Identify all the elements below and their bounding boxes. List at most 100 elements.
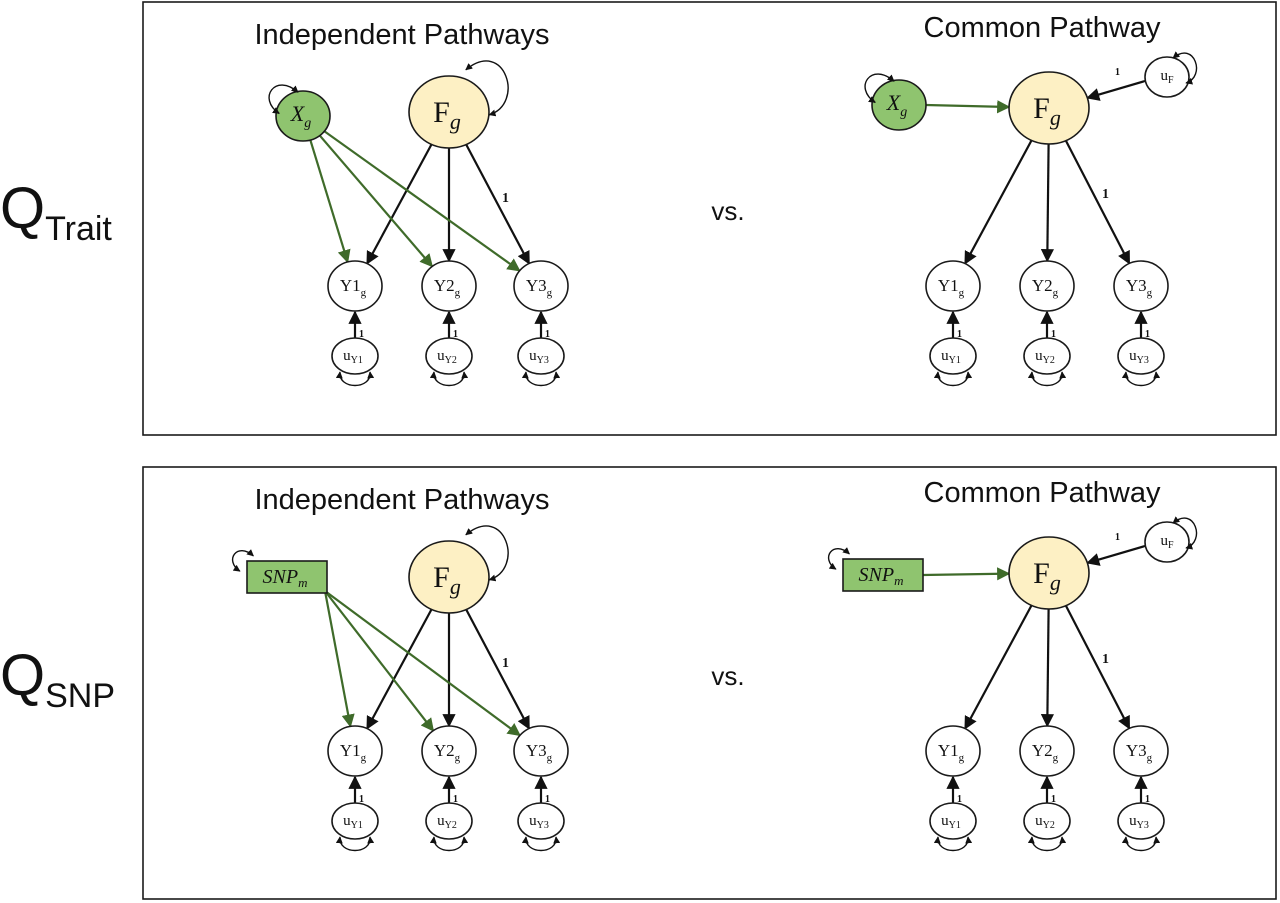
loading-fixed-label: 1: [1102, 652, 1109, 667]
residual-label-y1: uY1: [941, 348, 961, 366]
trait-variance-loop: [268, 84, 299, 115]
predictor-to-factor-arrow: [925, 100, 1011, 114]
indicator-node-y3: [513, 725, 569, 777]
snp-variance-loop: [827, 547, 850, 570]
common-pathway-title: Common Pathway: [924, 12, 1161, 44]
indicator-node-y3: [513, 260, 569, 312]
loading-arrow-y3: [465, 143, 531, 265]
loading-arrow-y1: [366, 608, 433, 730]
snp-predictor-label: SNPm: [263, 566, 308, 590]
panel-frame: [142, 1, 1277, 436]
indicator-label-y1: Y1g: [340, 741, 367, 764]
factor-label: Fg: [433, 561, 461, 599]
factor-variance-loop: [465, 60, 509, 117]
residual-label-y3: uY3: [1129, 813, 1149, 831]
residual-variance-loop-y1: [933, 371, 973, 387]
residual-fixed-label: 1: [545, 794, 550, 805]
residual-label-y3: uY3: [529, 348, 549, 366]
snp-variance-loop: [231, 549, 254, 572]
indicator-node-y2: [1019, 725, 1075, 777]
residual-label-y2: uY2: [1035, 813, 1055, 831]
indicator-node-y1: [327, 260, 383, 312]
indicator-node-y3: [1113, 260, 1169, 312]
residual-label-y1: uY1: [343, 813, 363, 831]
indicator-node-y1: [925, 260, 981, 312]
factor-residual-variance-loop: [1172, 51, 1198, 85]
factor-residual-fixed-label: 1: [1115, 67, 1120, 78]
loading-arrow-y1: [964, 604, 1033, 730]
common-pathway-title: Common Pathway: [924, 477, 1161, 509]
indicator-node-y1: [327, 725, 383, 777]
residual-variance-loop-y3: [521, 836, 561, 852]
independent-pathways-title: Independent Pathways: [254, 19, 549, 51]
indicator-label-y2: Y2g: [434, 276, 461, 299]
residual-fixed-label: 1: [957, 794, 962, 805]
indicator-label-y3: Y3g: [1126, 276, 1153, 299]
indicator-label-y3: Y3g: [1126, 741, 1153, 764]
residual-variance-loop-y1: [933, 836, 973, 852]
residual-fixed-label: 1: [1051, 329, 1056, 340]
factor-residual-arrow: [1086, 79, 1146, 101]
loading-fixed-label: 1: [1102, 187, 1109, 202]
row-label: QTrait: [0, 176, 112, 248]
direct-path-arrow-y2: [324, 590, 435, 732]
direct-path-arrow-y2: [318, 134, 434, 268]
factor-residual-variance-loop: [1172, 516, 1198, 550]
loading-arrow-y1: [964, 139, 1033, 265]
residual-fixed-label: 1: [957, 329, 962, 340]
residual-fixed-label: 1: [359, 329, 364, 340]
indicator-label-y2: Y2g: [434, 741, 461, 764]
trait-variance-loop: [864, 73, 895, 104]
residual-variance-loop-y1: [335, 836, 375, 852]
residual-fixed-label: 1: [453, 329, 458, 340]
residual-fixed-label: 1: [359, 794, 364, 805]
residual-variance-loop-y2: [429, 371, 469, 387]
loading-fixed-label: 1: [502, 656, 509, 671]
residual-fixed-label: 1: [1051, 794, 1056, 805]
residual-variance-loop-y2: [1027, 836, 1067, 852]
factor-node: [1008, 71, 1090, 145]
snp-predictor-node: [246, 560, 328, 594]
panel-frame: [142, 466, 1277, 900]
loading-arrow-y1: [366, 143, 433, 265]
indicator-label-y1: Y1g: [938, 276, 965, 299]
residual-label-y1: uY1: [941, 813, 961, 831]
residual-label-y2: uY2: [437, 348, 457, 366]
loading-arrow-y2: [1040, 143, 1055, 263]
loading-arrow-y3: [1064, 605, 1131, 730]
loading-arrow-y3: [1064, 140, 1131, 265]
indicator-label-y3: Y3g: [526, 276, 553, 299]
direct-path-arrow-y3: [324, 590, 521, 737]
vs-label: vs.: [711, 661, 744, 691]
factor-label: Fg: [433, 96, 461, 134]
residual-variance-loop-y3: [521, 371, 561, 387]
factor-label: Fg: [1033, 92, 1061, 130]
indicator-node-y2: [421, 725, 477, 777]
factor-residual-fixed-label: 1: [1115, 532, 1120, 543]
snp-predictor-node: [842, 558, 924, 592]
residual-fixed-label: 1: [1145, 794, 1150, 805]
panel-trait: QTrait Independent Pathways Common Pathway…: [0, 1, 1277, 436]
independent-pathways-title: Independent Pathways: [254, 484, 549, 516]
indicator-node-y2: [421, 260, 477, 312]
indicator-node-y2: [1019, 260, 1075, 312]
residual-variance-loop-y2: [429, 836, 469, 852]
indicator-label-y3: Y3g: [526, 741, 553, 764]
indicator-label-y2: Y2g: [1032, 741, 1059, 764]
indicator-node-y1: [925, 725, 981, 777]
factor-label: Fg: [1033, 557, 1061, 595]
factor-residual-arrow: [1086, 544, 1146, 566]
residual-variance-loop-y1: [335, 371, 375, 387]
residual-label-y2: uY2: [437, 813, 457, 831]
residual-variance-loop-y3: [1121, 836, 1161, 852]
residual-label-y3: uY3: [529, 813, 549, 831]
indicator-label-y2: Y2g: [1032, 276, 1059, 299]
factor-residual-label: uF: [1160, 533, 1174, 551]
residual-label-y2: uY2: [1035, 348, 1055, 366]
residual-variance-loop-y2: [1027, 371, 1067, 387]
